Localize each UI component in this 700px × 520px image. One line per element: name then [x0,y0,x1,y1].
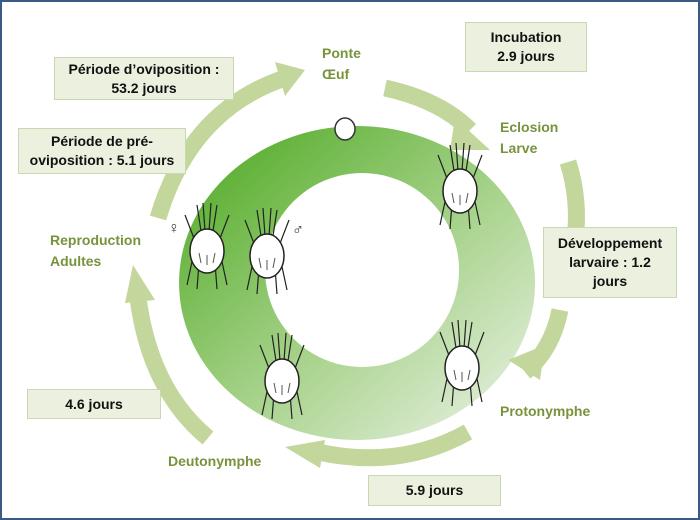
larvaire-line2: larvaire : 1.2 [569,254,651,270]
oviposition-line1: Période d’oviposition : [68,60,220,77]
stage-oeuf-label: Œuf [322,66,350,82]
stage-eclosion: Eclosion Larve [500,117,558,159]
stage-deutonymphe: Deutonymphe [168,453,262,469]
oviposition-box: Période d’oviposition : 53.2 jours [54,57,234,100]
larvaire-line1: Développement [557,235,663,251]
preoviposition-line1: Période de pré- [51,133,153,149]
stage-larve-label: Larve [500,140,538,156]
stage-protonymphe: Protonymphe [500,403,591,419]
male-symbol: ♂ [292,222,304,239]
stage-ponte: Ponte Œuf [322,43,361,85]
arrow-deutonymphe [129,296,214,445]
female-symbol: ♀ [168,220,180,237]
stage-eclosion-label: Eclosion [500,119,559,135]
incubation-label: Incubation [490,29,562,45]
stage-ponte-label: Ponte [322,45,361,61]
stage-reproduction-label: Reproduction [50,232,141,248]
larvaire-line3: jours [592,273,628,289]
stage-adultes-label: Adultes [50,253,102,269]
life-cycle-ring [179,126,536,440]
egg-icon [334,117,356,141]
deutonymph-duration-box: 4.6 jours [27,389,161,419]
arrow-incubation [383,79,477,137]
protonymph-duration-box: 5.9 jours [368,475,501,506]
arrow-oviposition [149,69,288,221]
larval-development-box: Développement larvaire : 1.2 jours [543,227,677,298]
preoviposition-line2: oviposition : 5.1 jours [29,152,175,168]
stage-reproduction: Reproduction Adultes [50,230,141,272]
incubation-box: Incubation 2.9 jours [465,22,587,72]
oviposition-line2: 53.2 jours [111,79,177,96]
preoviposition-box: Période de pré- oviposition : 5.1 jours [18,128,186,174]
incubation-value: 2.9 jours [497,48,555,64]
arrow-protonymphe [316,424,473,467]
